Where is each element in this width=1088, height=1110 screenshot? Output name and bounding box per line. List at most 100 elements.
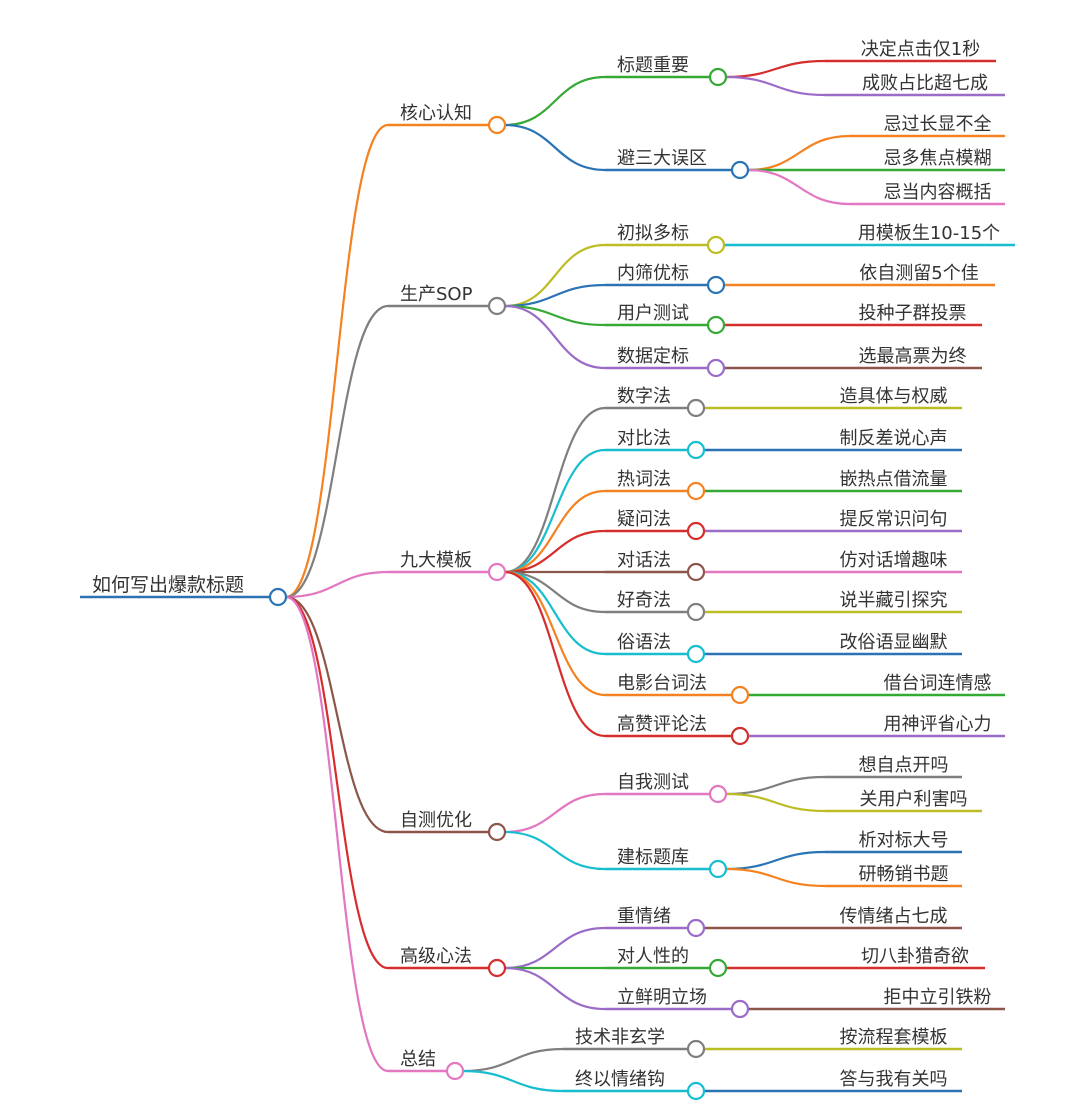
topic-1-3-node[interactable]: [706, 358, 726, 378]
topic-1-0-node[interactable]: [706, 235, 726, 255]
topic-1-3-label: 数据定标: [617, 346, 689, 367]
leaf-2-2-0-label: 嵌热点借流量: [840, 469, 948, 490]
leaf-2-4-0-label: 仿对话增趣味: [840, 550, 948, 571]
leaf-2-0-0-label: 造具体与权威: [840, 386, 948, 407]
leaf-0-0-0-label: 决定点击仅1秒: [861, 39, 980, 60]
edge-3-0-1: [725, 792, 826, 813]
edge-5-1: [462, 1069, 564, 1093]
root-node[interactable]: [268, 587, 288, 607]
leaf-2-1-0-label: 制反差说心声: [840, 428, 948, 449]
topic-3-0-label: 自我测试: [617, 772, 689, 793]
topic-4-0-node[interactable]: [686, 918, 706, 938]
topic-2-0-node[interactable]: [686, 398, 706, 418]
edge-1-3: [504, 304, 606, 370]
edge-2-3: [504, 529, 606, 574]
branch-2-node[interactable]: [487, 562, 507, 582]
branch-3-node[interactable]: [487, 822, 507, 842]
topic-1-2-node[interactable]: [706, 315, 726, 335]
branch-1-label: 生产SOP: [400, 284, 473, 305]
topic-4-2-label: 立鲜明立场: [617, 987, 707, 1008]
topic-2-7-node[interactable]: [730, 685, 750, 705]
leaf-3-0-1-label: 关用户利害吗: [860, 789, 968, 810]
topic-2-6-label: 俗语法: [617, 632, 671, 653]
edge-2-8: [504, 570, 606, 738]
edges-layer: [285, 59, 851, 1093]
topic-5-0-node[interactable]: [686, 1039, 706, 1059]
edge-2-7: [504, 570, 606, 697]
topic-2-0-label: 数字法: [617, 386, 671, 407]
edge-4-0: [504, 926, 606, 970]
topic-2-6-node[interactable]: [686, 644, 706, 664]
topic-3-0-node[interactable]: [708, 784, 728, 804]
topic-1-1-label: 内筛优标: [617, 263, 689, 284]
topic-0-1-node[interactable]: [730, 160, 750, 180]
topic-4-1-label: 对人性的: [617, 946, 689, 967]
leaf-2-3-0-label: 提反常识问句: [840, 509, 948, 530]
topic-1-1-node[interactable]: [706, 275, 726, 295]
edge-1-1: [504, 283, 606, 308]
branch-3-label: 自测优化: [400, 810, 472, 831]
labels-layer: 如何写出爆款标题核心认知标题重要决定点击仅1秒成败占比超七成避三大误区忌过长显不…: [92, 39, 1000, 1090]
leaf-4-2-0-label: 拒中立引铁粉: [884, 987, 992, 1008]
leaf-0-1-1-label: 忌多焦点模糊: [884, 148, 992, 169]
topic-0-0-node[interactable]: [708, 67, 728, 87]
leaf-0-0-1-label: 成败占比超七成: [862, 73, 988, 94]
leaf-2-7-0-label: 借台词连情感: [884, 673, 992, 694]
topic-2-4-label: 对话法: [617, 550, 671, 571]
edge-0-0-0: [725, 59, 826, 79]
edge-2-0: [504, 406, 606, 574]
leaf-1-2-0-label: 投种子群投票: [859, 303, 967, 324]
edge-3-0: [504, 792, 606, 834]
topic-2-3-node[interactable]: [686, 521, 706, 541]
branch-4-label: 高级心法: [400, 946, 472, 967]
topic-0-1-label: 避三大误区: [617, 148, 707, 169]
topic-5-0-label: 技术非玄学: [575, 1027, 665, 1048]
edge-3-1-1: [725, 867, 826, 888]
edge-1-0: [504, 243, 606, 308]
edge-0-1: [504, 123, 606, 172]
edge-1-2: [504, 304, 606, 327]
leaf-0-1-0-label: 忌过长显不全: [884, 114, 992, 135]
topic-2-8-node[interactable]: [730, 726, 750, 746]
topic-2-8-label: 高赞评论法: [617, 714, 707, 735]
branch-1-node[interactable]: [487, 296, 507, 316]
leaf-4-0-0-label: 传情绪占七成: [840, 906, 948, 927]
edge-0-1-2: [747, 168, 851, 206]
leaf-3-0-0-label: 想自点开吗: [859, 755, 949, 776]
topic-3-1-node[interactable]: [708, 859, 728, 879]
edge-2-2: [504, 489, 606, 574]
topic-4-2-node[interactable]: [730, 999, 750, 1019]
edge-2-5: [504, 570, 606, 614]
leaf-1-0-0-label: 用模板生10-15个: [858, 223, 1000, 244]
topic-2-2-node[interactable]: [686, 481, 706, 501]
topic-1-0-label: 初拟多标: [617, 223, 689, 244]
edge-0-1-0: [747, 134, 851, 172]
topic-2-4-node[interactable]: [686, 562, 706, 582]
nodes-layer: [268, 67, 750, 1101]
topic-0-0-label: 标题重要: [617, 55, 689, 76]
leaf-3-1-1-label: 研畅销书题: [859, 864, 949, 885]
topic-5-1-node[interactable]: [686, 1081, 706, 1101]
topic-4-1-node[interactable]: [708, 958, 728, 978]
edge-0-0-1: [725, 75, 826, 97]
branch-5-label: 总结: [400, 1049, 436, 1070]
leaf-5-0-0-label: 按流程套模板: [840, 1027, 948, 1048]
branch-5-node[interactable]: [445, 1061, 465, 1081]
leaf-5-1-0-label: 答与我有关吗: [840, 1069, 948, 1090]
leaf-2-8-0-label: 用神评省心力: [884, 714, 992, 735]
topic-2-1-node[interactable]: [686, 440, 706, 460]
branch-0-node[interactable]: [487, 115, 507, 135]
edge-root-to-5: [285, 595, 389, 1073]
topic-2-1-label: 对比法: [617, 428, 671, 449]
leaf-1-3-0-label: 选最高票为终: [859, 346, 967, 367]
edge-5-0: [462, 1047, 564, 1073]
edge-4-2: [504, 966, 606, 1011]
edge-root-to-1: [285, 304, 389, 599]
edge-3-1: [504, 830, 606, 871]
branch-4-node[interactable]: [487, 958, 507, 978]
edge-3-1-0: [725, 850, 826, 871]
leaf-2-5-0-label: 说半藏引探究: [840, 590, 948, 611]
topic-2-5-node[interactable]: [686, 602, 706, 622]
topic-4-0-label: 重情绪: [617, 906, 671, 927]
